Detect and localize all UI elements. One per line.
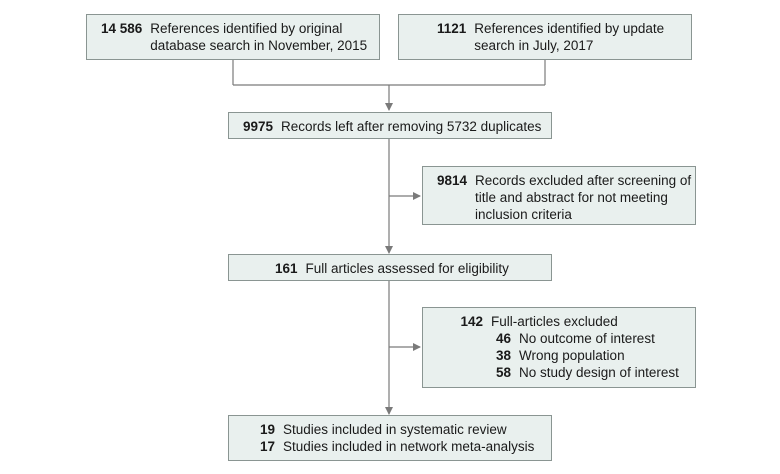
box-records-excluded-screening: 9814 Records excluded after screening of… [422, 166, 696, 225]
count-included-network: 17 [259, 439, 275, 454]
count-full-excluded: 142 [460, 314, 483, 329]
count-original: 14 586 [101, 21, 143, 36]
count-dedup: 9975 [243, 119, 274, 134]
reason-row: 46 No outcome of interest [455, 330, 689, 347]
count-screen-excluded: 9814 [437, 173, 468, 188]
text-screen-line1: Records excluded after screening of [475, 173, 692, 188]
text-reason-no-design: No study design of interest [519, 365, 679, 380]
text-update-line1: References identified by update [474, 21, 665, 36]
text-reason-no-outcome: No outcome of interest [519, 331, 655, 346]
text-original-line1: References identified by original [150, 21, 343, 36]
box-studies-included: 19 Studies included in systematic review… [228, 415, 552, 461]
box-full-articles-assessed: 161 Full articles assessed for eligibili… [228, 254, 552, 281]
count-reason-no-design: 58 [495, 365, 511, 380]
text-update-line2: search in July, 2017 [474, 38, 594, 53]
box-full-articles-excluded: 142 Full-articles excluded 46 No outcome… [422, 307, 696, 388]
text-reason-wrong-population: Wrong population [519, 348, 625, 363]
text-included-network: Studies included in network meta-analysi… [283, 439, 535, 454]
count-reason-wrong-population: 38 [495, 348, 511, 363]
text-dedup: Records left after removing 5732 duplica… [281, 119, 542, 134]
count-full-articles: 161 [275, 261, 298, 276]
text-original-line2: database search in November, 2015 [150, 38, 368, 53]
count-update: 1121 [437, 21, 467, 36]
reason-row: 58 No study design of interest [455, 364, 689, 381]
text-full-excluded: Full-articles excluded [491, 314, 618, 329]
count-included-systematic: 19 [259, 422, 275, 437]
box-original-search: 14 586 References identified by original… [86, 14, 380, 60]
text-full-articles: Full articles assessed for eligibility [305, 261, 509, 276]
text-screen-line3: inclusion criteria [475, 207, 572, 222]
text-screen-line2: title and abstract for not meeting [475, 190, 668, 205]
count-reason-no-outcome: 46 [495, 331, 511, 346]
reason-row: 38 Wrong population [455, 347, 689, 364]
box-update-search: 1121 References identified by update sea… [398, 14, 692, 60]
text-included-systematic: Studies included in systematic review [283, 422, 507, 437]
box-records-after-dedup: 9975 Records left after removing 5732 du… [228, 112, 552, 139]
